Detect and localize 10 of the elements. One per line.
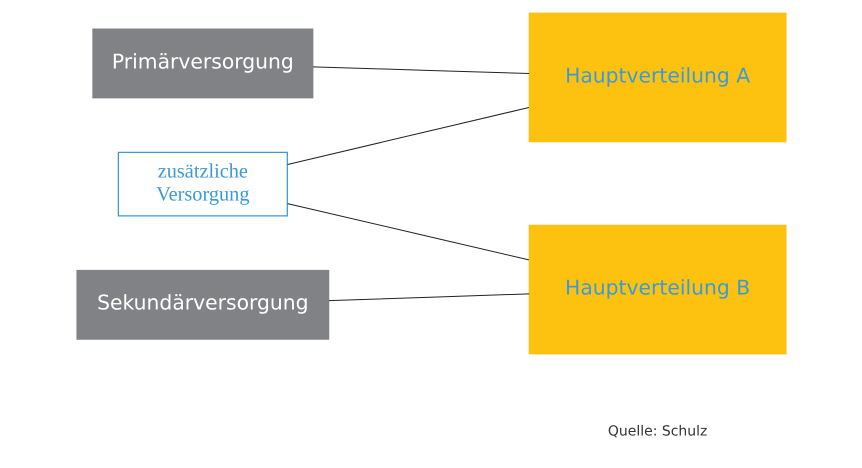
label: Quelle: Schulz — [607, 423, 707, 440]
node-box: Hauptverteilung A — [528, 12, 786, 142]
node-box: Hauptverteilung B — [528, 224, 786, 354]
connector — [312, 66, 529, 74]
connector — [286, 107, 529, 165]
node-box: Primärversorgung — [92, 28, 313, 98]
connector — [328, 293, 529, 302]
node-box: zusätzliche Versorgung — [117, 152, 288, 217]
node-box: Sekundärversorgung — [76, 270, 329, 340]
connector — [286, 203, 529, 260]
